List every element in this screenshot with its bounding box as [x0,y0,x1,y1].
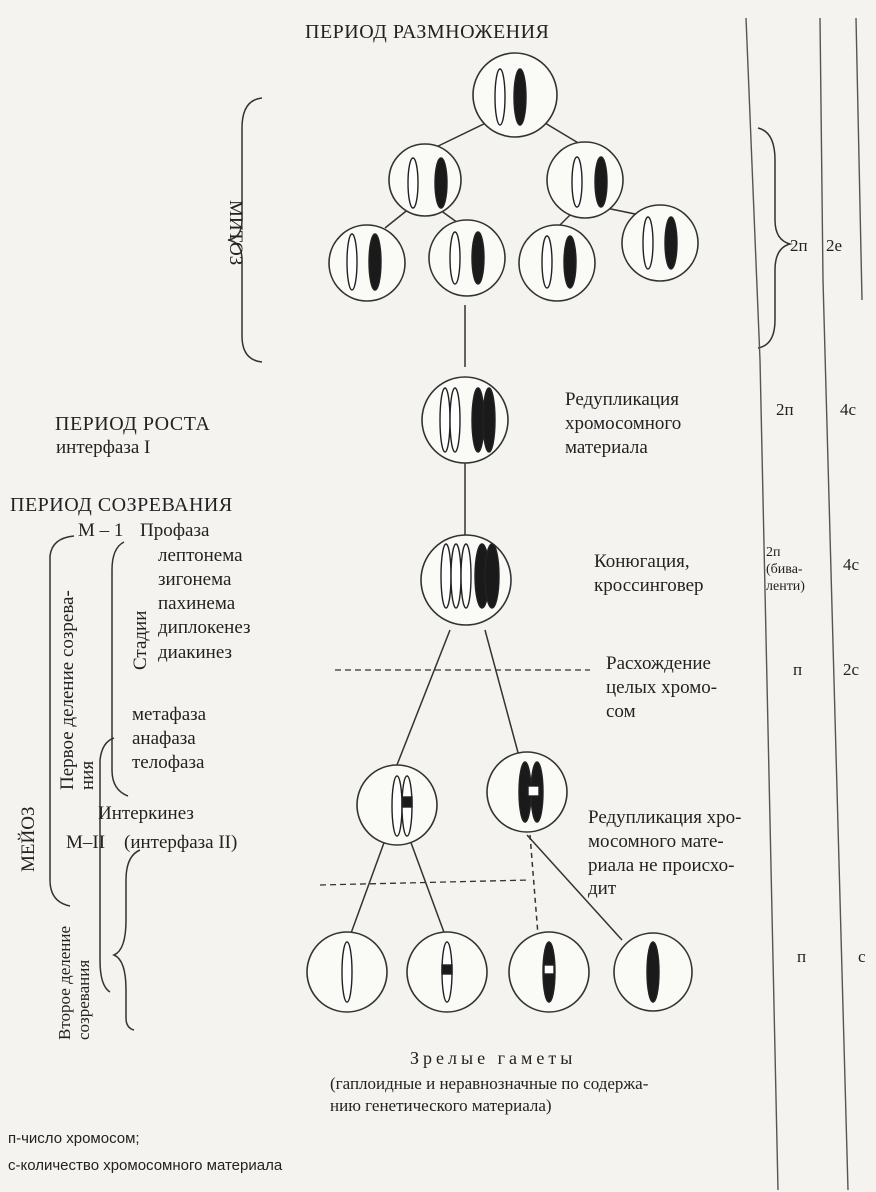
prophase-stages: лептонема зигонема пахинема диплокенез д… [158,544,251,665]
chromosome [369,234,381,290]
content-mitosis: 2е [826,236,842,256]
chromosome [572,157,582,207]
m2-label: М–II [66,832,105,855]
ploidy-growth: 2п [776,400,794,420]
ploidy-conjugation: 2п (бива- ленти) [766,545,805,595]
divergence-note: Расхождение целых хромо- сом [606,652,717,723]
exchanged-segment [528,786,539,796]
chromosome [485,544,499,608]
chromosome [472,388,484,452]
chromosome [347,234,357,290]
chromosome [450,232,460,284]
mature-gametes-subtitle: (гаплоидные и неравнозначные по содержа-… [330,1073,648,1117]
second-division-label: Второе деление созревания [56,926,93,1040]
period-growth-title: ПЕРИОД РОСТА [55,412,210,436]
no-replication-note: Редупликация хро- мосомного мате- риала … [588,806,742,901]
cell [329,225,405,301]
interphase-1-label: интерфаза I [56,437,150,460]
cell [622,205,698,281]
replication-note: Редупликация хромосомного материала [565,388,681,459]
brace-mitosis-right [758,128,790,348]
chromosome [342,942,352,1002]
content-divergence: 2с [843,660,859,680]
chromosome [451,544,461,608]
chromosome [392,776,402,836]
cell [547,142,623,218]
first-division-label: Первое деление созрева- ния [58,590,98,790]
chromosome [514,69,526,125]
chromosome [647,942,659,1002]
conjugation-note: Конюгация, кроссинговер [594,550,704,598]
chromosome [408,158,418,208]
legend-n: п-число хромосом; [8,1130,140,1148]
brace-meiosis-ii [114,850,140,1030]
chromosome [542,236,552,288]
ploidy-mitosis: 2п [790,236,808,256]
stages-label: Стадии [130,611,153,670]
chromosome [595,157,607,207]
chromosome [643,217,653,269]
exchanged-segment [544,965,554,974]
content-conjugation: 4с [843,555,859,575]
chromosome [495,69,505,125]
meiosis-label: МЕЙОЗ [18,807,41,872]
period-reproduction-title: ПЕРИОД РАЗМНОЖЕНИЯ [305,20,549,44]
cell [389,144,461,216]
legend-c: с-количество хромосомного материала [8,1157,282,1175]
m1-label: М – 1 [78,520,123,543]
chromosome [564,236,576,288]
chromosome [441,544,451,608]
chromosome [440,388,450,452]
mitosis-label: МИТОЗ [223,200,246,265]
prophase-label: Профаза [140,520,209,543]
content-growth: 4с [840,400,856,420]
cell [519,225,595,301]
mature-gametes-title: Зрелые гаметы [410,1048,576,1070]
period-maturation-title: ПЕРИОД СОЗРЕВАНИЯ [10,493,233,517]
cell [429,220,505,296]
dashed-connector [530,835,538,935]
content-gametes: с [858,947,866,967]
chromosome [472,232,484,284]
chromosome [461,544,471,608]
chromosome [450,388,460,452]
chromosome [665,217,677,269]
ploidy-divergence: п [793,660,802,680]
exchanged-segment [403,797,412,807]
late-phases: метафаза анафаза телофаза [132,703,206,774]
exchanged-segment [442,965,452,974]
table-columns [746,18,862,1190]
ploidy-gametes: п [797,947,806,967]
brace-prophase [112,542,128,796]
interkinesis-label: Интеркинез [98,803,194,826]
chromosome [483,388,495,452]
interphase-2-label: (интерфаза II) [124,832,237,855]
chromosome [435,158,447,208]
